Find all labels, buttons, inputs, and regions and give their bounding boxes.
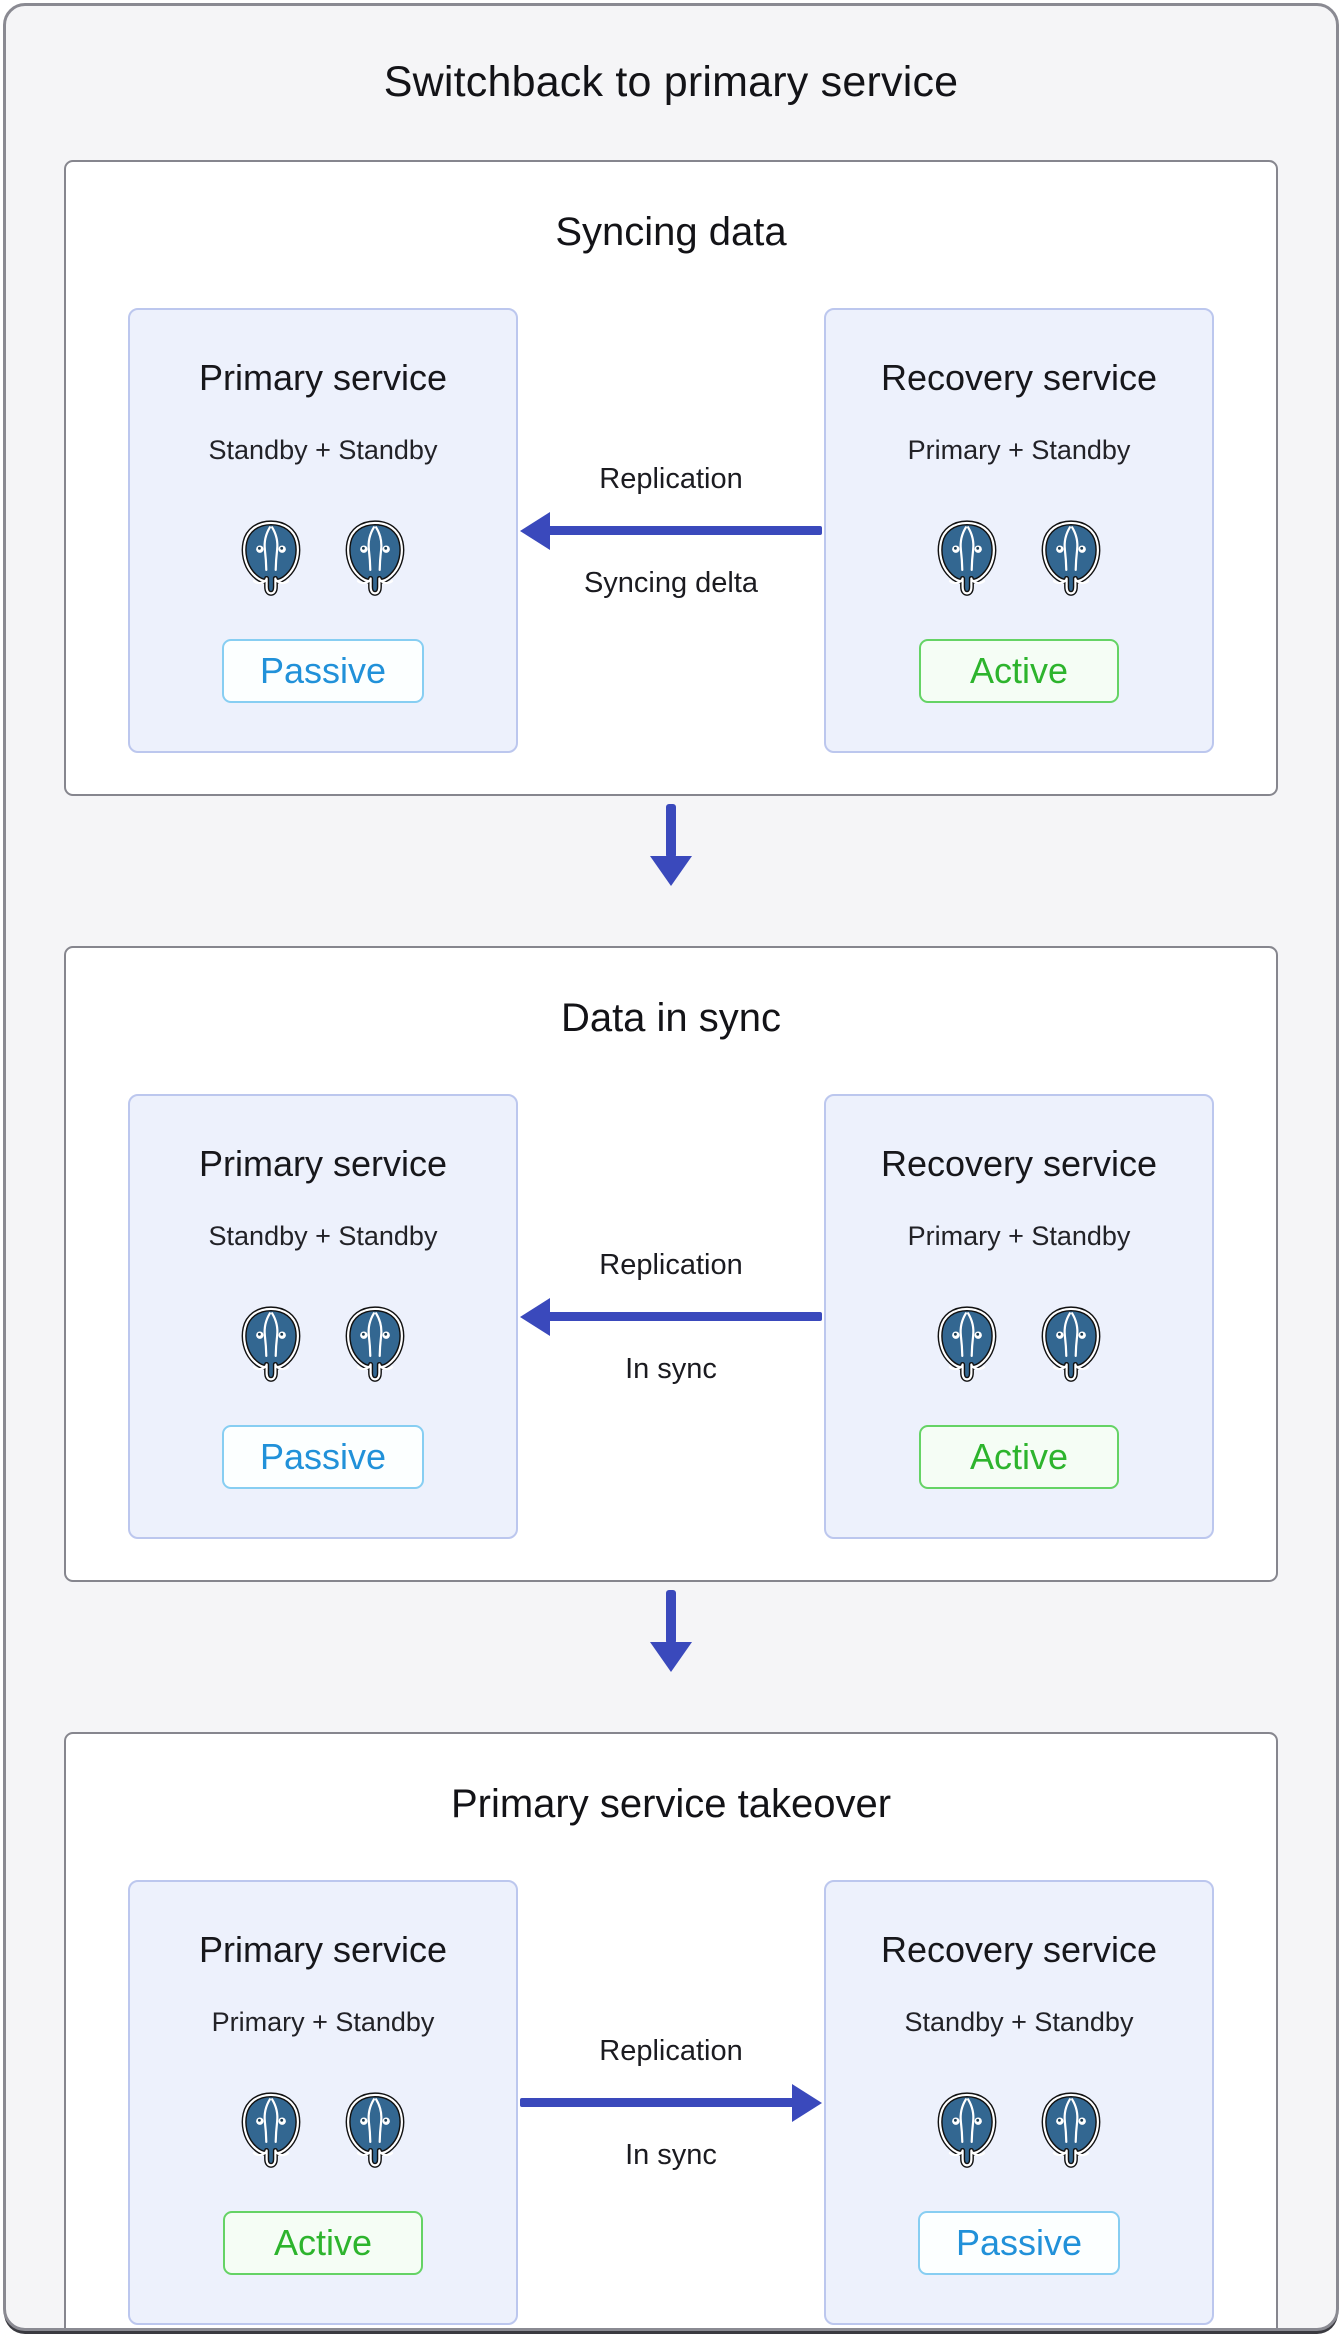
arrowhead <box>650 1642 692 1672</box>
replication-label: Replication <box>599 462 743 495</box>
down-arrow-icon <box>650 804 692 886</box>
postgresql-elephant-icon <box>1036 519 1106 599</box>
sync-status-label: Syncing delta <box>583 566 759 599</box>
database-icons <box>236 1305 410 1385</box>
flow-connector <box>6 796 1336 894</box>
replication-arrow-right-icon <box>520 2083 822 2122</box>
flow-connector <box>6 1582 1336 1680</box>
postgresql-elephant-icon <box>340 1305 410 1385</box>
recovery-service-card: Recovery service Primary + Standby Activ… <box>824 1094 1214 1539</box>
replication-connector: Replication In sync <box>518 1094 824 1539</box>
cards-row: Primary service Primary + Standby Active… <box>66 1880 1276 2325</box>
replication-arrow-left-icon <box>520 1297 822 1336</box>
stage-syncing-data: Syncing data Primary service Standby + S… <box>64 160 1278 796</box>
primary-service-card: Primary service Primary + Standby Active <box>128 1880 518 2325</box>
postgresql-elephant-icon <box>932 519 1002 599</box>
database-icons <box>236 519 410 599</box>
sync-status-label: In sync <box>625 2138 717 2171</box>
status-badge-passive: Passive <box>917 2211 1121 2275</box>
sync-status-label: In sync <box>625 1352 717 1385</box>
stage-title: Primary service takeover <box>450 1782 892 1826</box>
status-badge-active: Active <box>919 1425 1119 1489</box>
postgresql-elephant-icon <box>340 519 410 599</box>
card-subtitle: Primary + Standby <box>907 435 1131 465</box>
card-title: Recovery service <box>880 1143 1158 1184</box>
card-subtitle: Primary + Standby <box>907 1221 1131 1251</box>
arrow-shaft <box>666 1590 676 1644</box>
diagram-window: Switchback to primary service Syncing da… <box>3 3 1339 2331</box>
card-title: Recovery service <box>880 357 1158 398</box>
cards-row: Primary service Standby + Standby Passiv… <box>66 1094 1276 1539</box>
arrow-shaft <box>520 2098 794 2107</box>
card-title: Primary service <box>198 1143 448 1184</box>
cards-row: Primary service Standby + Standby Passiv… <box>66 308 1276 753</box>
page-title: Switchback to primary service <box>383 58 959 106</box>
arrowhead <box>792 2083 822 2122</box>
card-title: Recovery service <box>880 1929 1158 1970</box>
replication-label: Replication <box>599 2034 743 2067</box>
replication-connector: Replication In sync <box>518 1880 824 2325</box>
database-icons <box>932 1305 1106 1385</box>
card-title: Primary service <box>198 1929 448 1970</box>
status-badge-passive: Passive <box>221 1425 425 1489</box>
database-icons <box>932 519 1106 599</box>
recovery-service-card: Recovery service Primary + Standby Activ… <box>824 308 1214 753</box>
database-icons <box>236 2091 410 2171</box>
arrowhead <box>520 1297 550 1336</box>
arrowhead <box>650 856 692 886</box>
card-subtitle: Standby + Standby <box>904 2007 1134 2037</box>
card-subtitle: Primary + Standby <box>211 2007 435 2037</box>
down-arrow-icon <box>650 1590 692 1672</box>
replication-arrow-left-icon <box>520 511 822 550</box>
stage-title: Syncing data <box>555 210 787 254</box>
arrow-shaft <box>548 1312 822 1321</box>
postgresql-elephant-icon <box>236 1305 306 1385</box>
stage-data-in-sync: Data in sync Primary service Standby + S… <box>64 946 1278 1582</box>
status-badge-active: Active <box>223 2211 423 2275</box>
stage-primary-service-takeover: Primary service takeover Primary service… <box>64 1732 1278 2328</box>
card-subtitle: Standby + Standby <box>208 435 438 465</box>
postgresql-elephant-icon <box>932 2091 1002 2171</box>
postgresql-elephant-icon <box>1036 1305 1106 1385</box>
primary-service-card: Primary service Standby + Standby Passiv… <box>128 1094 518 1539</box>
arrowhead <box>520 511 550 550</box>
status-badge-passive: Passive <box>221 639 425 703</box>
replication-label: Replication <box>599 1248 743 1281</box>
arrow-shaft <box>666 804 676 858</box>
status-badge-active: Active <box>919 639 1119 703</box>
postgresql-elephant-icon <box>236 2091 306 2171</box>
postgresql-elephant-icon <box>340 2091 410 2171</box>
stage-title: Data in sync <box>560 996 782 1040</box>
postgresql-elephant-icon <box>932 1305 1002 1385</box>
replication-connector: Replication Syncing delta <box>518 308 824 753</box>
arrow-shaft <box>548 526 822 535</box>
postgresql-elephant-icon <box>1036 2091 1106 2171</box>
database-icons <box>932 2091 1106 2171</box>
card-title: Primary service <box>198 357 448 398</box>
card-subtitle: Standby + Standby <box>208 1221 438 1251</box>
primary-service-card: Primary service Standby + Standby Passiv… <box>128 308 518 753</box>
recovery-service-card: Recovery service Standby + Standby Passi… <box>824 1880 1214 2325</box>
postgresql-elephant-icon <box>236 519 306 599</box>
